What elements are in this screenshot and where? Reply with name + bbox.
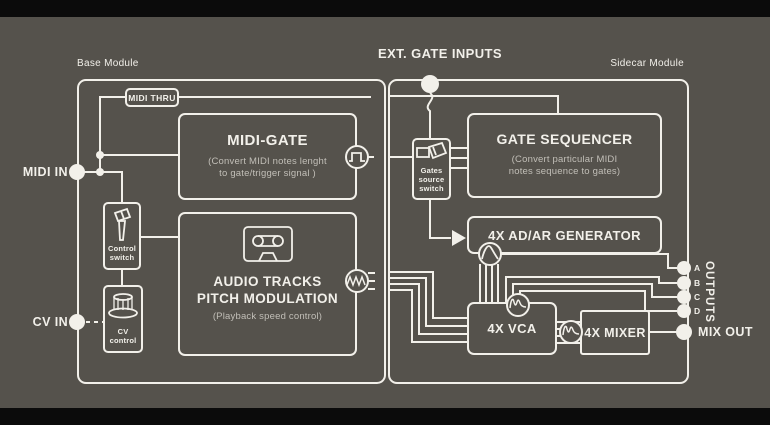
gate-sequencer-subtitle-2: notes sequence to gates): [508, 166, 621, 177]
midi-thru-label: MIDI THRU: [128, 92, 176, 103]
ext-gate-inputs-label: EXT. GATE INPUTS: [378, 46, 502, 61]
output-port-label-c: C: [694, 292, 701, 302]
adar-generator-title: 4X AD/AR GENERATOR: [488, 227, 641, 243]
outputs-label: OUTPUTS: [703, 261, 715, 323]
base-module-frame: [77, 79, 386, 384]
cv-control-label-1: CV: [117, 327, 129, 336]
midi-in-label: MIDI IN: [22, 165, 68, 179]
cv-control-label-2: control: [109, 336, 137, 345]
mix-out-label: MIX OUT: [698, 325, 753, 339]
gates-source-switch-block: Gates source switch: [412, 138, 451, 200]
gates-switch-label-3: switch: [419, 184, 444, 193]
adar-generator-block: 4X AD/AR GENERATOR: [467, 216, 662, 254]
cv-control-block: CV control: [103, 285, 143, 353]
vca-block: 4X VCA: [467, 302, 557, 355]
audio-tracks-block: AUDIO TRACKS PITCH MODULATION (Playback …: [178, 212, 357, 356]
output-port-label-d: D: [694, 306, 701, 316]
sidecar-module-frame: [388, 79, 689, 384]
gate-sequencer-subtitle-1: (Convert particular MIDI: [511, 154, 618, 165]
gates-switch-label-2: source: [418, 175, 445, 184]
midi-gate-title: MIDI-GATE: [227, 132, 308, 149]
gate-sequencer-block: GATE SEQUENCER (Convert particular MIDI …: [467, 113, 662, 198]
output-port-label-a: A: [694, 263, 701, 273]
control-switch-label-1: Control: [107, 244, 137, 253]
control-switch-block: Control switch: [103, 202, 141, 270]
midi-gate-subtitle-1: (Convert MIDI notes lenght: [208, 156, 327, 167]
sidecar-module-label: Sidecar Module: [610, 58, 684, 69]
bottom-letterbox-bar: [0, 408, 770, 425]
midi-thru-box: MIDI THRU: [125, 88, 179, 107]
midi-gate-block: MIDI-GATE (Convert MIDI notes lenght to …: [178, 113, 357, 200]
audio-tracks-subtitle: (Playback speed control): [212, 311, 323, 322]
mixer-title: 4X MIXER: [584, 325, 646, 340]
base-module-label: Base Module: [77, 58, 139, 69]
audio-tracks-title-2: PITCH MODULATION: [196, 291, 339, 306]
top-letterbox-bar: [0, 0, 770, 17]
midi-gate-subtitle-2: to gate/trigger signal ): [219, 168, 316, 179]
mixer-block: 4X MIXER: [580, 310, 650, 355]
vca-title: 4X VCA: [487, 321, 537, 336]
audio-tracks-title-1: AUDIO TRACKS: [213, 274, 322, 289]
output-port-label-b: B: [694, 278, 701, 288]
control-switch-label-2: switch: [109, 253, 135, 262]
cv-in-label: CV IN: [32, 315, 68, 329]
gates-switch-label-1: Gates: [420, 166, 443, 175]
gate-sequencer-title: GATE SEQUENCER: [496, 131, 633, 147]
